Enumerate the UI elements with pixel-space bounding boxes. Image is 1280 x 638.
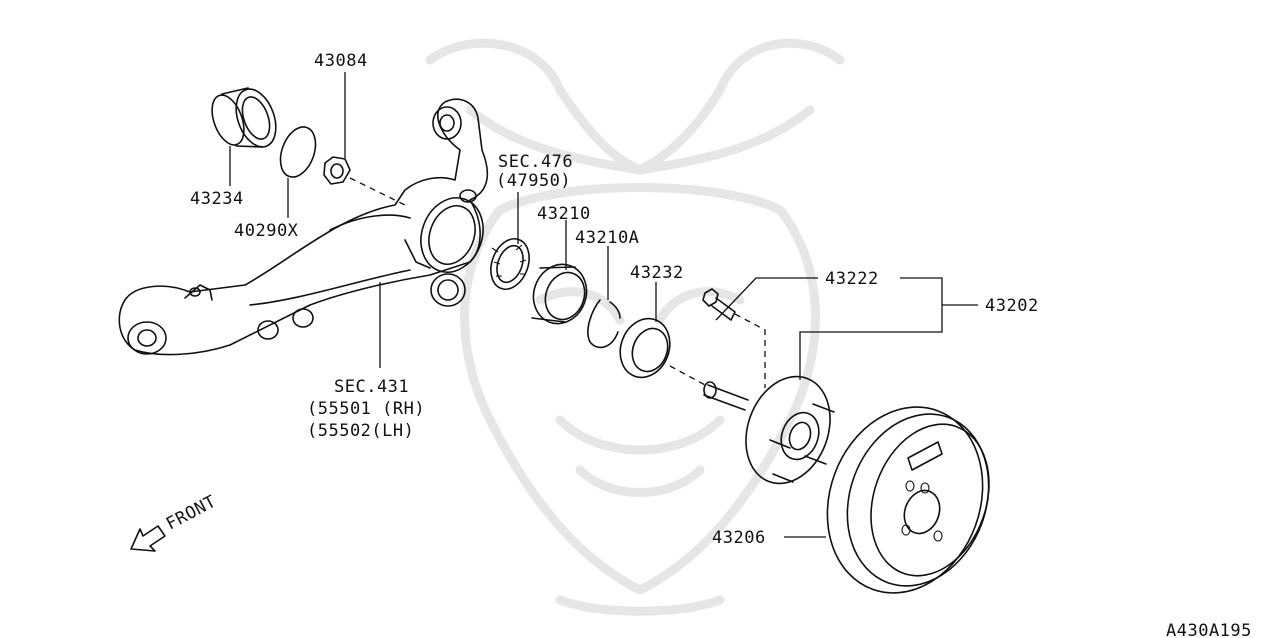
bushing-43234 <box>211 87 277 148</box>
bearing-43210 <box>531 263 588 325</box>
callout-43084: 43084 <box>314 51 368 71</box>
seal-40290x <box>279 126 317 178</box>
callout-43210a: 43210A <box>575 228 639 248</box>
callout-43232: 43232 <box>630 263 684 283</box>
assembly-line-hub <box>669 365 706 386</box>
hub-bolt-43222 <box>702 288 736 321</box>
callout-sec431-rh: (55501 (RH) <box>307 399 425 419</box>
callout-43222: 43222 <box>825 269 879 289</box>
knuckle-assembly <box>118 98 489 356</box>
callout-43202: 43202 <box>985 296 1039 316</box>
callout-sec476: SEC.476 <box>498 152 573 172</box>
callout-sec431-lh: (55502(LH) <box>307 421 414 441</box>
callout-sec431: SEC.431 <box>334 377 409 397</box>
callout-sec476-sub: (47950) <box>496 171 571 191</box>
snap-ring-43210a <box>587 299 621 349</box>
brake-drum-43206 <box>826 406 990 594</box>
hub-assembly-43202 <box>703 375 835 485</box>
seal-43232 <box>619 317 671 379</box>
watermark-samurai-logo <box>425 38 845 616</box>
front-label: FRONT <box>163 492 220 535</box>
callout-43210: 43210 <box>537 204 591 224</box>
assembly-line-bolt <box>734 313 766 388</box>
diagram-code: A430A195 <box>1166 621 1252 638</box>
callout-43234: 43234 <box>190 189 244 209</box>
callout-43206: 43206 <box>712 528 766 548</box>
front-arrow-icon <box>130 525 166 552</box>
sensor-ring-47950 <box>490 238 530 290</box>
leader-lines <box>229 72 978 538</box>
nut-43084 <box>323 156 351 185</box>
callout-40290x: 40290X <box>234 221 299 241</box>
